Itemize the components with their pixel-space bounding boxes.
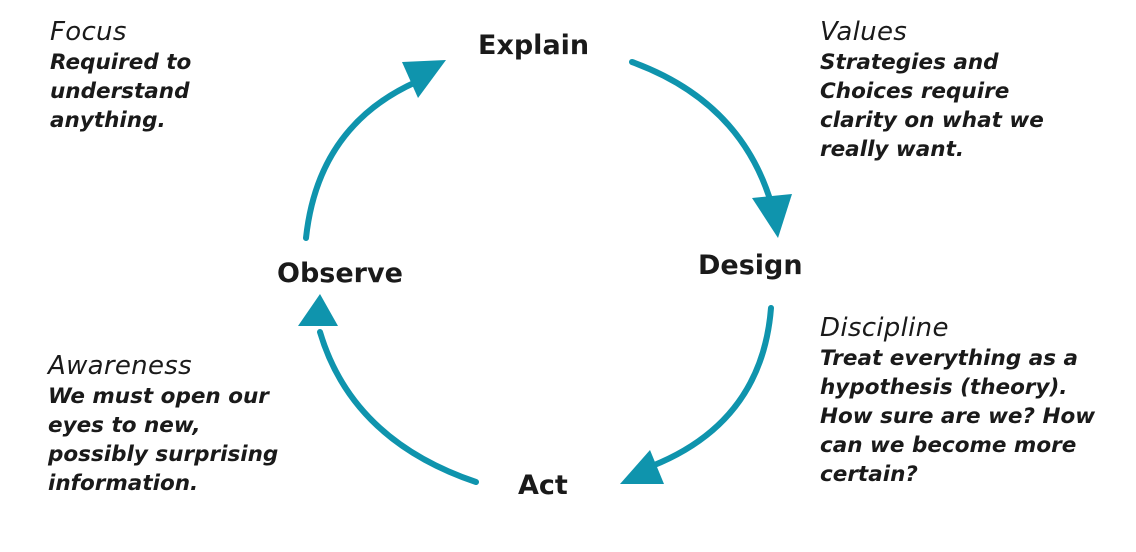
- node-act: Act: [518, 470, 568, 501]
- arrowhead-observe-icon: [298, 294, 338, 326]
- note-focus: Focus Required to understand anything.: [50, 16, 191, 135]
- arrow-act-to-observe: [317, 329, 479, 485]
- arrowhead-design-icon: [752, 194, 792, 238]
- note-values-heading: Values: [820, 17, 908, 47]
- arrow-explain-to-design: [629, 59, 775, 209]
- note-focus-body: Required to understand anything.: [50, 50, 192, 133]
- note-focus-heading: Focus: [50, 17, 127, 47]
- arrowhead-explain-icon: [402, 60, 446, 98]
- note-discipline-body: Treat everything as a hypothesis (theory…: [820, 346, 1096, 487]
- note-discipline: Discipline Treat everything as a hypothe…: [820, 312, 1095, 489]
- node-design: Design: [698, 250, 803, 281]
- note-values: Values Strategies and Choices require cl…: [820, 16, 1044, 164]
- node-explain: Explain: [478, 30, 590, 61]
- note-awareness-body: We must open our eyes to new, possibly s…: [48, 384, 279, 496]
- node-observe: Observe: [277, 258, 403, 289]
- note-awareness-heading: Awareness: [48, 351, 192, 381]
- note-awareness: Awareness We must open our eyes to new, …: [48, 350, 278, 498]
- arrow-observe-to-explain: [303, 79, 419, 241]
- note-discipline-heading: Discipline: [820, 313, 949, 343]
- note-values-body: Strategies and Choices require clarity o…: [820, 50, 1044, 162]
- arrowhead-act-icon: [620, 450, 664, 484]
- arrow-design-to-act: [649, 305, 774, 469]
